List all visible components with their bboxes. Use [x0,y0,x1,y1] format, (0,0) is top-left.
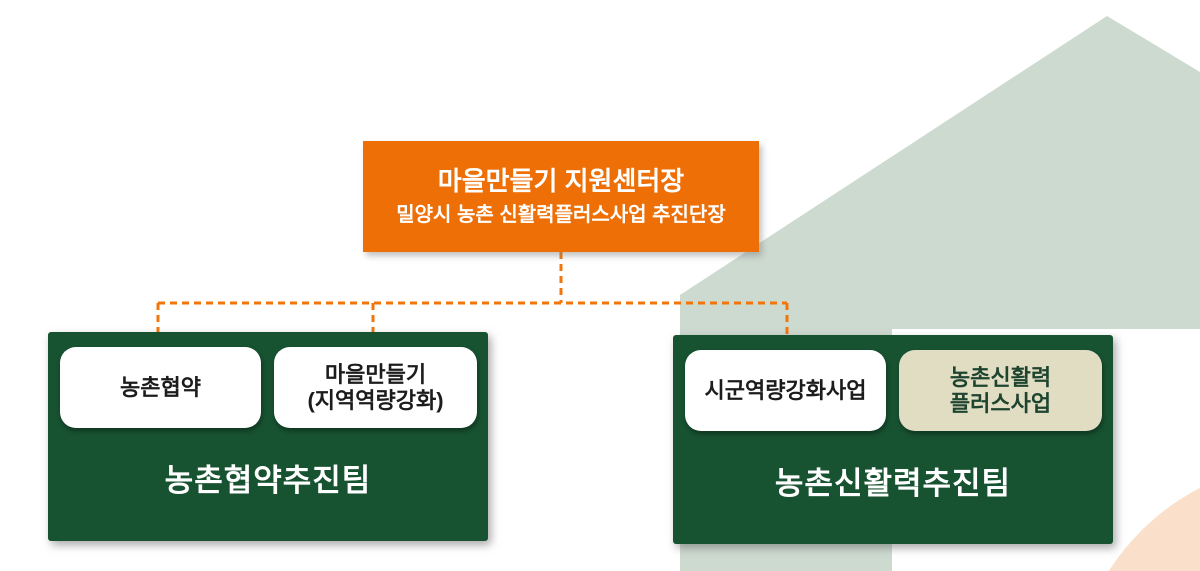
chip-line: 농촌협약 [120,374,201,400]
director-box: 마을만들기 지원센터장 밀양시 농촌 신활력플러스사업 추진단장 [363,141,759,252]
chip-line: 농촌신활력 [949,364,1052,390]
team-box-rural-vitality: 시군역량강화사업 농촌신활력 플러스사업 농촌신활력추진팀 [673,335,1113,544]
team-box-rural-agreement: 농촌협약 마을만들기 (지역역량강화) 농촌협약추진팀 [48,332,488,541]
team-label-rural-vitality: 농촌신활력추진팀 [774,465,1012,501]
director-subtitle: 밀양시 농촌 신활력플러스사업 추진단장 [396,203,726,226]
chip-rural-agreement: 농촌협약 [60,347,261,428]
chip-capacity-building: 시군역량강화사업 [685,350,886,431]
chip-village-building: 마을만들기 (지역역량강화) [274,347,477,428]
director-title: 마을만들기 지원센터장 [437,166,685,197]
chip-line: 마을만들기 [324,361,427,387]
chip-vitality-plus: 농촌신활력 플러스사업 [899,350,1102,431]
chip-line: (지역역량강화) [307,387,444,413]
chip-line: 플러스사업 [949,390,1052,416]
chip-line: 시군역량강화사업 [704,377,867,403]
team-label-rural-agreement: 농촌협약추진팀 [164,462,372,498]
